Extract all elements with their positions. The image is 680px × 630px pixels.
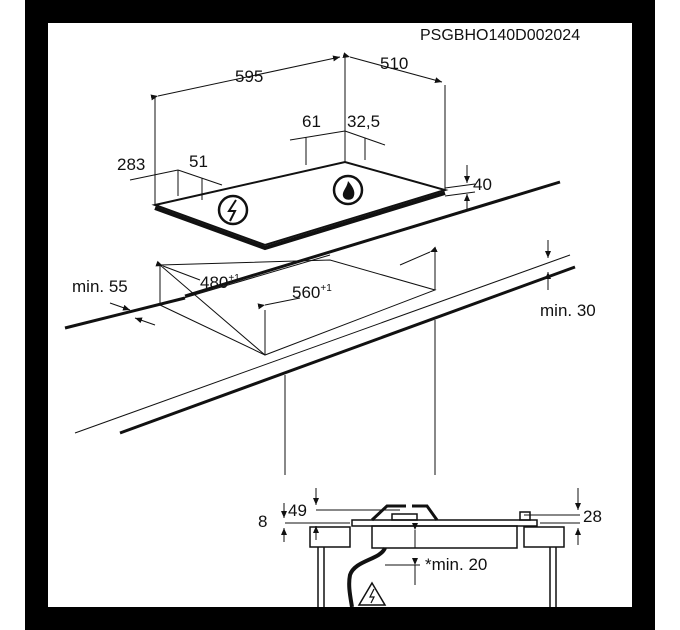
diagram-drawing: PSGBHO140D002024 595 510 61 32,5 283 51 … <box>64 27 602 607</box>
label-gas-x: 61 <box>302 112 321 131</box>
worktop <box>64 180 576 475</box>
label-cutout-width: 560+1 <box>292 283 332 302</box>
label-width: 595 <box>235 67 263 86</box>
label-elec-y: 51 <box>189 152 208 171</box>
label-depth: 510 <box>380 54 408 73</box>
label-min-worktop: min. 30 <box>540 301 596 320</box>
label-elec-x: 283 <box>117 155 145 174</box>
section-view <box>281 488 581 607</box>
label-min-front: min. 55 <box>72 277 128 296</box>
gas-connection-icon <box>332 174 364 206</box>
label-section-right: 28 <box>583 507 602 526</box>
electric-warning-icon <box>357 581 387 606</box>
label-cutout-depth: 480+1 <box>200 273 240 292</box>
hob-outline <box>129 52 476 251</box>
diagram-code: PSGBHO140D002024 <box>420 27 580 44</box>
installation-diagram: PSGBHO140D002024 595 510 61 32,5 283 51 … <box>48 23 632 607</box>
label-section-left: 8 <box>258 512 267 531</box>
electric-connection-icon <box>217 194 249 226</box>
label-height: 40 <box>473 175 492 194</box>
label-burner-height: 49 <box>288 501 307 520</box>
label-gas-y: 32,5 <box>347 112 380 131</box>
label-min-clearance: *min. 20 <box>425 555 487 574</box>
